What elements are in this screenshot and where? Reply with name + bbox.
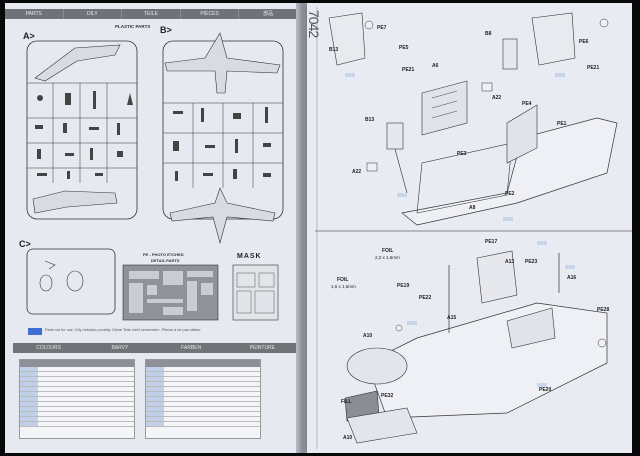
colours-tab: FARBEN [181,345,202,351]
part-label: PE4 [522,101,532,107]
part-label: PE19 [397,283,410,289]
sprue-a-label: A> [23,31,35,41]
instruction-page-left: PARTS DÍLY TEILE PIÈCES 部品 PLASTIC PARTS… [5,3,298,453]
part-label: PE32 [381,393,394,399]
part-label: PE1 [557,121,567,127]
plastic-parts-title: PLASTIC PARTS [115,24,151,29]
header-tab: PIÈCES [181,9,240,19]
part-label: PE6 [579,39,589,45]
part-label: A8 [469,205,476,211]
part-label: B13 [329,47,339,53]
part-label: A22 [492,95,502,101]
part-label: PE3 [457,151,467,157]
foil-label: FOIL [382,248,394,254]
part-label: PE20 [539,387,552,393]
sprue-c-label: C> [19,239,31,249]
part-label: PE5 [399,45,409,51]
part-label: A22 [352,169,362,175]
part-label: PE23 [525,259,538,265]
part-label: PE22 [419,295,432,301]
foil-size: 1,6 x 1,6mm [331,284,356,289]
header-tab: TEILE [122,9,181,19]
colour-table-right [145,359,261,439]
unused-parts-note: Parts not for use. Díly nebudou použity.… [45,328,202,332]
part-label: PE2 [505,191,515,197]
mask-label: MASK [237,253,262,260]
fill-label: FILL [341,399,352,405]
part-label: B8 [485,31,492,37]
book-gutter [296,3,310,453]
colours-tab: PEINTURE [249,345,276,351]
part-label: A16 [567,275,577,281]
colours-tab: BARVY [111,345,129,351]
sprue-diagrams [26,32,284,321]
part-label: PE21 [402,67,415,73]
part-label: PE7 [377,25,387,31]
header-tab: DÍLY [64,9,123,19]
unused-parts-badge [28,328,42,335]
kit-number: 7042 [306,10,322,38]
assembly-diagrams [315,7,632,449]
part-label: A10 [363,333,373,339]
part-label: A10 [343,435,353,441]
foil-size: 2,2 x 1,6mm [375,255,400,260]
pe-subtitle: DETAIL PARTS [151,258,180,263]
part-label: PE21 [587,65,600,71]
colours-header-bar: COLOURS BARVY FARBEN PEINTURE [13,343,298,353]
part-label: PE28 [597,307,610,313]
part-label: B13 [365,117,375,123]
foil-label: FOIL [337,277,349,283]
colour-table-left [19,359,135,439]
part-label: A15 [447,315,457,321]
instruction-page-right: B13 PE7 PE5 PE21 A6 A22 PE4 PE1 B13 PE3 … [307,3,632,453]
part-label: A13 [505,259,515,265]
pe-title: PE - PHOTO ETCHED [143,252,184,257]
sprue-b-label: B> [160,25,172,35]
colours-tab: COLOURS [36,345,61,351]
part-label: A6 [432,63,439,69]
part-label: PE17 [485,239,498,245]
header-tab: PARTS [5,9,64,19]
